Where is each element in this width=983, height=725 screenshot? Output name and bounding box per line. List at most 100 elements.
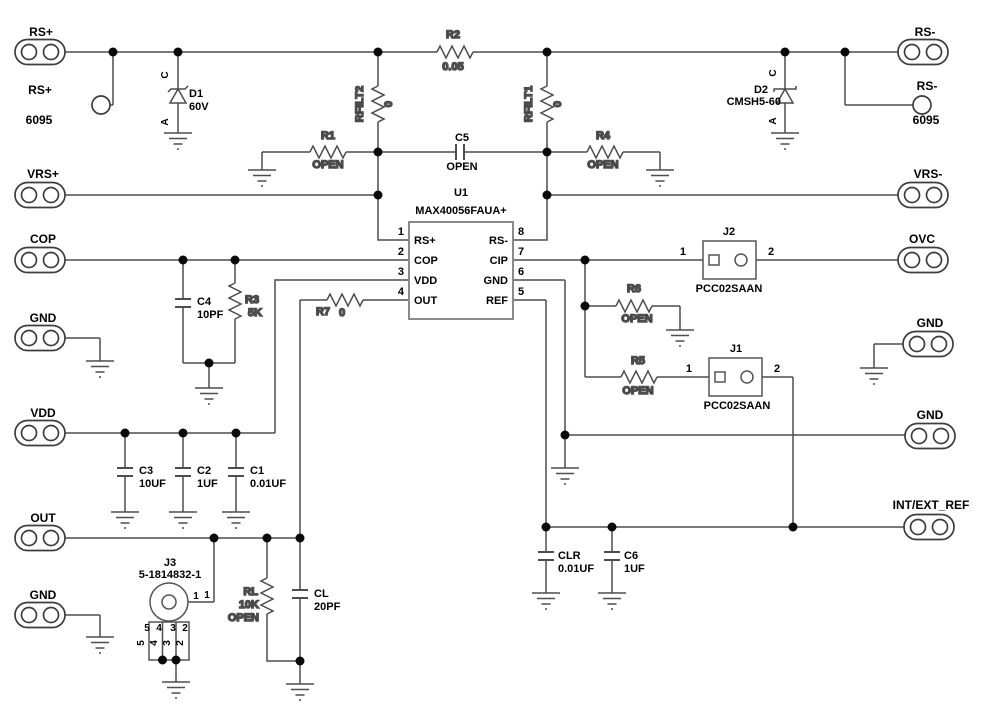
pin-number: 3 xyxy=(170,623,176,634)
pin-number: 3 xyxy=(398,266,404,278)
ref-label: R4 xyxy=(596,130,611,142)
port-int-ext-ref xyxy=(903,513,955,541)
port-ovc xyxy=(897,246,949,274)
resistor-rl: RL 10K OPEN xyxy=(227,577,274,625)
capacitor-c3: C3 10UF xyxy=(116,465,166,490)
port-gnd-right-2 xyxy=(904,422,956,450)
shield-pin-block xyxy=(148,621,190,661)
ref-label: J2 xyxy=(723,226,735,238)
port-cop xyxy=(14,246,66,274)
pin-name: RS- xyxy=(489,235,508,247)
port-gnd-right-1 xyxy=(902,330,954,358)
value-label: 0.01UF xyxy=(250,478,286,490)
junction-dots xyxy=(108,47,850,666)
pin-name: COP xyxy=(414,255,438,267)
pin2-pad xyxy=(740,370,754,384)
pin-number: 5 xyxy=(144,623,150,634)
pin-number: 4 xyxy=(398,286,405,298)
zener-cathode-bar xyxy=(167,85,189,93)
ref-label: J1 xyxy=(730,343,742,355)
ref-label: C3 xyxy=(139,465,153,477)
connector-j2: J2 1 2 PCC02SAAN xyxy=(680,226,774,295)
pin-name: VDD xyxy=(414,275,437,287)
value-label: 1UF xyxy=(624,563,645,575)
pin-number: 6 xyxy=(518,266,524,278)
resistor-rfilt2: RFILT2 0 xyxy=(353,85,396,123)
value-label: CMSH5-60 xyxy=(727,96,781,108)
port-vrs-plus xyxy=(14,181,66,209)
port-label-gnd-bottom-left: GND xyxy=(30,588,57,602)
connector-j1: J1 1 2 PCC02SAAN xyxy=(686,343,780,412)
testpoint-rs-minus xyxy=(912,95,932,115)
pin-name: GND xyxy=(484,275,509,287)
net-rs-top-rail xyxy=(65,51,913,106)
resistor-rfilt1: RFILT1 0 xyxy=(522,85,565,123)
port-label-vrs-plus: VRS+ xyxy=(27,167,59,181)
ref-label: J3 xyxy=(164,557,176,569)
cathode-label: C xyxy=(768,69,779,76)
resistor-r7: R7 0 xyxy=(315,293,364,320)
testpoint-number-rs-minus: 6095 xyxy=(913,113,940,127)
pin-number: 8 xyxy=(518,226,524,238)
value-label: OPEN xyxy=(312,159,343,171)
port-label-rs-minus: RS- xyxy=(915,25,936,39)
ref-label: R7 xyxy=(316,306,330,318)
value-label: OPEN xyxy=(622,385,653,397)
ref-label: RFILT2 xyxy=(354,86,366,122)
pin-number-rotated: 2 xyxy=(175,640,186,646)
port-label-gnd-right-1: GND xyxy=(917,316,944,330)
net-ref xyxy=(513,299,904,593)
note-label: OPEN xyxy=(228,612,259,624)
pin1-pad xyxy=(708,254,720,266)
ref-label: C6 xyxy=(624,550,638,562)
part-label: PCC02SAAN xyxy=(696,283,763,295)
pin-number-rotated: 4 xyxy=(149,640,160,646)
ref-label: R1 xyxy=(321,130,335,142)
ref-label: R2 xyxy=(446,29,460,41)
diode-d1: D1 60V C A xyxy=(160,71,209,125)
testpoint-label-rs-plus: RS+ xyxy=(28,83,52,97)
net-filter-row xyxy=(261,151,661,170)
value-label: 1UF xyxy=(197,478,218,490)
resistor-r5: R5 OPEN xyxy=(620,354,658,398)
pin-number: 1 xyxy=(680,246,686,258)
value-label: 5K xyxy=(248,307,262,319)
port-label-int-ext-ref: INT/EXT_REF xyxy=(893,498,970,512)
resistor-r4: R4 OPEN xyxy=(586,129,624,172)
capacitor-c1: C1 0.01UF xyxy=(227,465,286,490)
pin-name: CIP xyxy=(490,255,508,267)
port-vdd xyxy=(14,419,66,447)
diode-triangle xyxy=(168,87,188,104)
ic-body xyxy=(408,221,514,320)
pin-number: 2 xyxy=(774,363,780,375)
net-c4-r3 xyxy=(182,260,236,388)
ref-label: R3 xyxy=(245,294,259,306)
ref-label: C4 xyxy=(197,296,212,308)
resistor-r3: R3 5K xyxy=(228,282,263,320)
value-label: OPEN xyxy=(621,313,652,325)
port-gnd-bottom-left xyxy=(14,601,66,629)
net-rfilt1-column xyxy=(513,52,548,241)
diode-d2: D2 CMSH5-60 C A xyxy=(727,69,797,125)
net-diode-ground-stubs xyxy=(177,103,786,133)
port-vrs-minus xyxy=(897,181,949,209)
ic-u1: U1 MAX40056FAUA+ 1 2 3 4 RS+ COP VDD OUT… xyxy=(398,187,524,320)
net-rfilt2-column xyxy=(377,52,409,241)
capacitor-cl: CL 20PF xyxy=(291,588,341,613)
bnc-center-pin xyxy=(161,594,177,610)
ref-label: RFILT1 xyxy=(523,86,535,122)
pin-number-rotated: 3 xyxy=(162,640,173,646)
value-label: 10PF xyxy=(197,309,224,321)
port-connectors xyxy=(14,38,956,629)
capacitor-c4: C4 10PF xyxy=(174,296,224,321)
resistor-r1: R1 OPEN xyxy=(309,129,347,172)
value-label: OPEN xyxy=(587,159,618,171)
schottky-cathode-bar xyxy=(773,86,797,92)
port-label-vrs-minus: VRS- xyxy=(914,167,943,181)
pin-number: 1 xyxy=(686,363,692,375)
connector-j3: J3 5-1814832-1 1 1 5 4 3 2 5 4 3 2 xyxy=(136,557,210,661)
value-label: 0 xyxy=(339,307,345,319)
value-label: OPEN xyxy=(446,161,477,173)
port-label-out: OUT xyxy=(30,511,56,525)
